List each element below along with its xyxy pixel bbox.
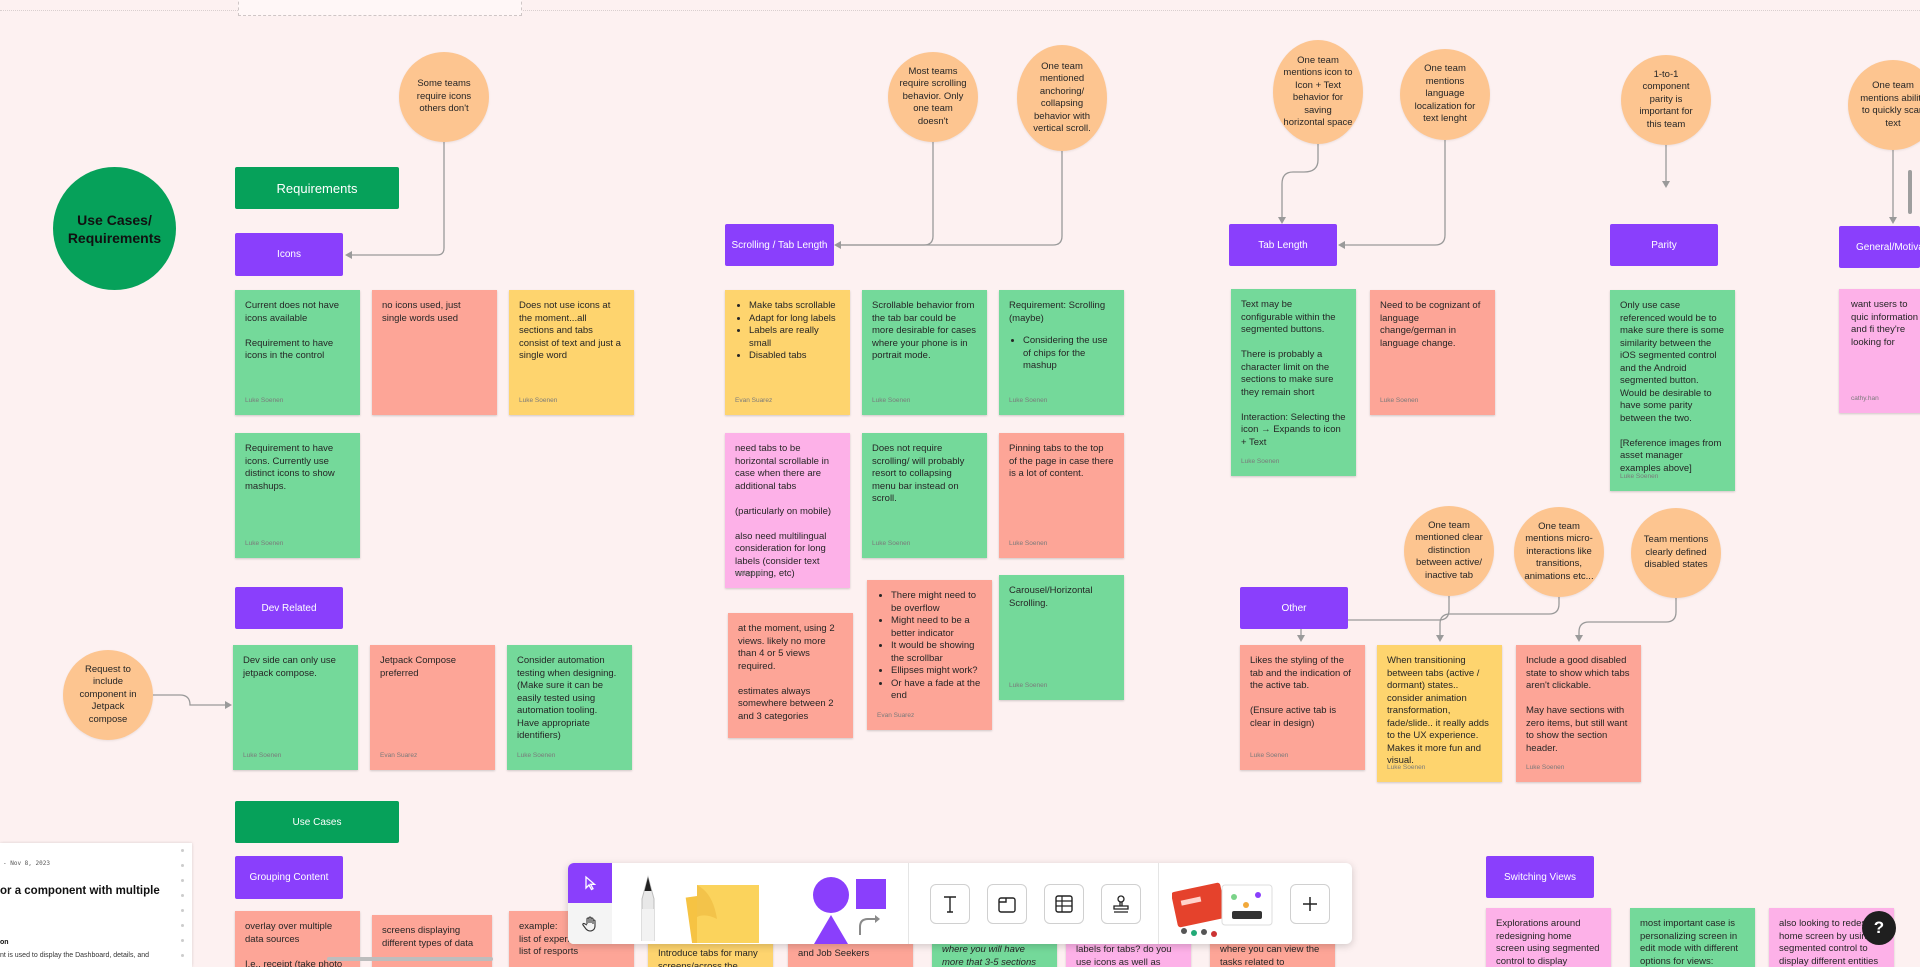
use-cases-title[interactable]: Use Cases <box>235 801 399 843</box>
sticky-note[interactable]: at the moment, using 2 views. likely no … <box>728 613 853 738</box>
circle-tab-length-1[interactable]: One team mentions icon to Icon + Text be… <box>1273 40 1363 144</box>
circle-scrolling-1[interactable]: Most teams require scrolling behavior. O… <box>888 52 978 142</box>
vertical-scrollbar[interactable] <box>1908 170 1912 214</box>
requirements-title[interactable]: Requirements <box>235 167 399 209</box>
circle-dev-related[interactable]: Request to include component in Jetpack … <box>63 650 153 740</box>
circle-tab-length-2[interactable]: One team mentions language localization … <box>1400 49 1490 140</box>
sticky-note[interactable]: Explorations around redesigning home scr… <box>1486 908 1611 967</box>
stamp-tool-button[interactable] <box>1101 884 1141 924</box>
sticky-note[interactable]: want users to quic information and fi th… <box>1839 289 1920 413</box>
section-title-switching-views[interactable]: Switching Views <box>1486 856 1594 898</box>
creation-toolbar <box>568 863 1352 944</box>
sticky-note-tool-button[interactable] <box>683 873 763 944</box>
circle-parity[interactable]: 1-to-1 component parity is important for… <box>1621 55 1711 145</box>
circle-other-1[interactable]: One team mentioned clear distinction bet… <box>1404 506 1494 596</box>
select-tool-button[interactable] <box>568 863 612 903</box>
document-preview-panel[interactable]: - Nov 8, 2023 or a component with multip… <box>0 843 192 967</box>
sticky-note[interactable]: When transitioning between tabs (active … <box>1377 645 1502 782</box>
pen-tool-button[interactable] <box>626 869 670 942</box>
sticky-note[interactable]: Carousel/Horizontal Scrolling.Luke Soene… <box>999 575 1124 700</box>
section-title-grouping-content[interactable]: Grouping Content <box>235 856 343 899</box>
hand-icon <box>582 915 596 932</box>
horizontal-scrollbar[interactable] <box>327 957 493 961</box>
sticky-note[interactable]: Does not use icons at the moment...all s… <box>509 290 634 415</box>
circle-icons[interactable]: Some teams require icons others don't <box>399 52 489 142</box>
widgets-icon <box>1171 882 1273 937</box>
section-title-scrolling[interactable]: Scrolling / Tab Length <box>725 224 834 266</box>
sticky-note[interactable]: Need to be cognizant of language change/… <box>1370 290 1495 415</box>
sticky-note[interactable]: Dev side can only use jetpack compose.Lu… <box>233 645 358 770</box>
pen-icon <box>641 875 655 942</box>
shapes-tool-button[interactable] <box>812 875 892 944</box>
cursor-icon <box>585 875 597 891</box>
sticky-note[interactable]: no icons used, just single words used <box>372 290 497 415</box>
stamp-icon <box>1113 895 1129 913</box>
panel-handle[interactable] <box>181 849 184 967</box>
section-title-icons[interactable]: Icons <box>235 233 343 276</box>
frame-border <box>0 10 1920 11</box>
sticky-note[interactable]: most important case is personalizing scr… <box>1630 908 1755 967</box>
section-title-parity[interactable]: Parity <box>1610 224 1718 266</box>
sticky-note[interactable]: Make tabs scrollableAdapt for long label… <box>725 290 850 415</box>
sticky-note[interactable]: Requirement to have icons. Currently use… <box>235 433 360 558</box>
use-cases-requirements-circle[interactable]: Use Cases/ Requirements <box>53 167 176 290</box>
table-tool-button[interactable] <box>1044 884 1084 924</box>
circle-scrolling-2[interactable]: One team mentioned anchoring/ collapsing… <box>1017 45 1107 151</box>
section-title-other[interactable]: Other <box>1240 587 1348 629</box>
help-button[interactable]: ? <box>1862 911 1896 945</box>
frame-icon <box>998 897 1016 913</box>
top-frame <box>238 0 522 16</box>
sticky-note[interactable]: Text may be configurable within the segm… <box>1231 289 1356 476</box>
hand-tool-button[interactable] <box>568 903 612 944</box>
frame-tool-button[interactable] <box>987 884 1027 924</box>
circle-other-3[interactable]: Team mentions clearly defined disabled s… <box>1631 508 1721 598</box>
sticky-note[interactable]: Scrollable behavior from the tab bar cou… <box>862 290 987 415</box>
circle-general[interactable]: One team mentions ability to quickly sca… <box>1848 60 1920 150</box>
sticky-note[interactable]: Current does not have icons available Re… <box>235 290 360 415</box>
sticky-note[interactable]: Likes the styling of the tab and the ind… <box>1240 645 1365 770</box>
sticky-note[interactable]: There might need to be overflowMight nee… <box>867 580 992 730</box>
table-icon <box>1055 895 1073 913</box>
sticky-note[interactable]: Include a good disabled state to show wh… <box>1516 645 1641 782</box>
sticky-note[interactable]: Pinning tabs to the top of the page in c… <box>999 433 1124 558</box>
circle-other-2[interactable]: One team mentions micro-interactions lik… <box>1514 507 1604 597</box>
sticky-note[interactable]: Only use case referenced would be to mak… <box>1610 290 1735 491</box>
text-icon <box>944 896 956 913</box>
widgets-button[interactable] <box>1171 877 1282 939</box>
section-title-dev-related[interactable]: Dev Related <box>235 587 343 629</box>
tool-switcher <box>568 863 612 944</box>
section-title-general[interactable]: General/Motivati <box>1839 226 1920 268</box>
section-title-tab-length[interactable]: Tab Length <box>1229 224 1337 266</box>
sticky-note[interactable]: Does not require scrolling/ will probabl… <box>862 433 987 558</box>
sticky-note[interactable]: Requirement: Scrolling (maybe) Consideri… <box>999 290 1124 415</box>
shapes-icon <box>813 877 886 944</box>
sticky-note[interactable]: need tabs to be horizontal scrollable in… <box>725 433 850 588</box>
text-tool-button[interactable] <box>930 884 970 924</box>
sticky-note[interactable]: Consider automation testing when designi… <box>507 645 632 770</box>
add-more-button[interactable] <box>1290 884 1330 924</box>
sticky-stack-icon <box>685 885 759 944</box>
plus-icon <box>1303 897 1317 911</box>
